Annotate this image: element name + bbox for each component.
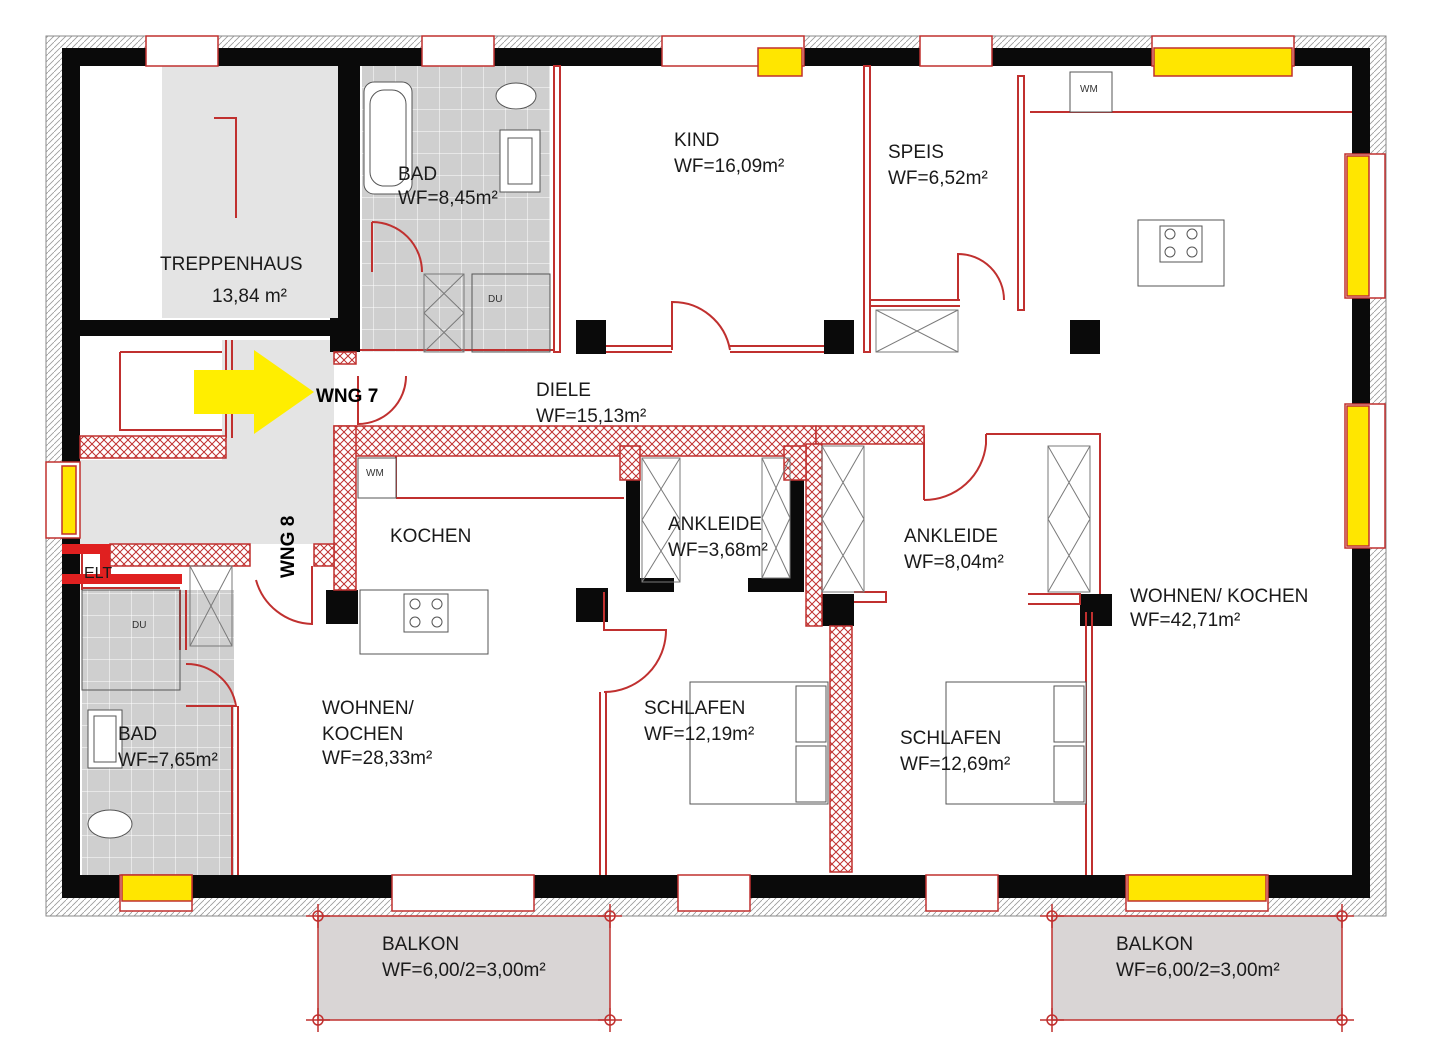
marker-labels: WNG 7 WNG 8 ELT WM WM DU DU xyxy=(84,84,1098,631)
toilet-left xyxy=(87,809,133,839)
area-schlafen-left: WF=12,19m² xyxy=(644,724,754,745)
area-ankleide-small: WF=3,68m² xyxy=(668,540,768,561)
wm-right xyxy=(1069,71,1113,113)
bed-left xyxy=(689,681,829,805)
area-wohnen-right: WF=42,71m² xyxy=(1130,610,1240,631)
shower-top xyxy=(471,273,551,353)
sink-top xyxy=(499,129,541,193)
area-kind: WF=16,09m² xyxy=(674,156,784,177)
entrance-arrow-icon xyxy=(194,350,314,434)
label-wng7: WNG 7 xyxy=(316,386,378,407)
hatched-walls xyxy=(79,351,925,873)
label-du-left: DU xyxy=(132,620,146,631)
label-wohnen-left-2: KOCHEN xyxy=(322,724,403,745)
wm-left xyxy=(357,457,397,499)
area-bad-top: WF=8,45m² xyxy=(398,188,498,209)
windows-sides xyxy=(45,153,1386,549)
label-wohnen-left-1: WOHNEN/ xyxy=(322,698,415,719)
label-wng8: WNG 8 xyxy=(278,516,299,578)
treppenhaus-shade xyxy=(162,66,338,318)
area-diele: WF=15,13m² xyxy=(536,406,646,427)
area-ankleide-large: WF=8,04m² xyxy=(904,552,1004,573)
room-labels: TREPPENHAUS 13,84 m² BAD WF=8,45m² KIND … xyxy=(118,130,1308,981)
label-kind: KIND xyxy=(674,130,719,151)
label-diele: DIELE xyxy=(536,380,591,401)
balkon-left xyxy=(317,915,611,1021)
label-bad-left: BAD xyxy=(118,724,157,745)
balconies xyxy=(306,904,1354,1032)
label-balkon-left: BALKON xyxy=(382,934,459,955)
label-balkon-right: BALKON xyxy=(1116,934,1193,955)
label-schlafen-left: SCHLAFEN xyxy=(644,698,745,719)
furniture xyxy=(81,71,1225,839)
area-schlafen-right: WF=12,69m² xyxy=(900,754,1010,775)
toilet-top xyxy=(495,82,537,110)
area-bad-left: WF=7,65m² xyxy=(118,750,218,771)
sink-left xyxy=(87,709,123,769)
label-treppenhaus: TREPPENHAUS xyxy=(160,254,303,275)
landing-shade xyxy=(78,460,334,544)
area-speis: WF=6,52m² xyxy=(888,168,988,189)
label-speis: SPEIS xyxy=(888,142,944,163)
label-du-top: DU xyxy=(488,294,502,305)
area-wohnen-left: WF=28,33m² xyxy=(322,748,432,769)
label-wm-left: WM xyxy=(366,468,384,479)
label-wohnen-right: WOHNEN/ KOCHEN xyxy=(1130,586,1308,607)
shower-left xyxy=(81,589,181,691)
bathtub xyxy=(363,81,413,195)
label-kochen: KOCHEN xyxy=(390,526,471,547)
windows-top xyxy=(145,35,1295,77)
area-balkon-left: WF=6,00/2=3,00m² xyxy=(382,960,546,981)
label-ankleide-small: ANKLEIDE xyxy=(668,514,762,535)
label-schlafen-right: SCHLAFEN xyxy=(900,728,1001,749)
label-bad-top: BAD xyxy=(398,164,437,185)
label-wm-right: WM xyxy=(1080,84,1098,95)
bed-right xyxy=(945,681,1087,805)
label-elt: ELT xyxy=(84,565,112,582)
label-ankleide-large: ANKLEIDE xyxy=(904,526,998,547)
windows-bottom xyxy=(119,874,1269,912)
area-balkon-right: WF=6,00/2=3,00m² xyxy=(1116,960,1280,981)
balkon-right xyxy=(1051,915,1343,1021)
wardrobes xyxy=(189,273,1091,647)
area-treppenhaus: 13,84 m² xyxy=(212,286,287,307)
doors xyxy=(185,117,1005,707)
elt-box xyxy=(62,544,182,584)
